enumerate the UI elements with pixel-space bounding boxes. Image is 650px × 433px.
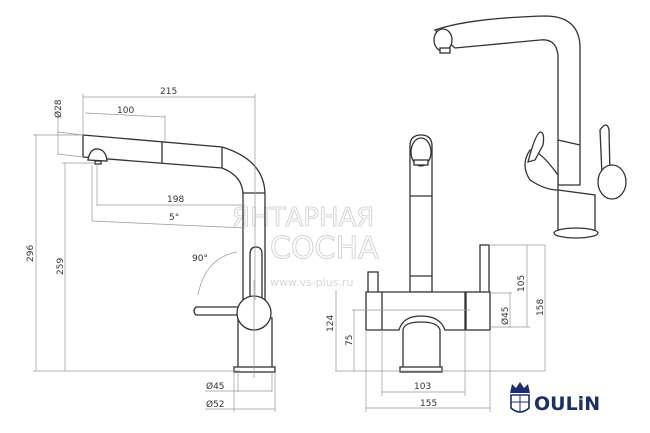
perspective-body: [524, 149, 596, 231]
brand-name: OULiN: [534, 393, 600, 415]
dim-tilt: 5°: [169, 213, 179, 223]
watermark: ЯНТАРНАЯ СОСНА www.vs-plus.ru: [232, 203, 380, 289]
dim-height-outlet: 259: [56, 258, 66, 275]
dim-handle-height: 105: [517, 275, 527, 292]
perspective-view: [433, 15, 627, 239]
body: [365, 291, 466, 331]
side-lever: [193, 306, 241, 316]
right-handle: [479, 244, 490, 294]
perspective-left-handle: [527, 131, 545, 163]
watermark-url: www.vs-plus.ru: [270, 276, 353, 289]
oulin-logo: OULiN: [510, 382, 600, 415]
dim-lever-rotation: 90°: [192, 254, 208, 264]
perspective-spout: [433, 15, 581, 186]
dim-axis-height: 75: [345, 335, 355, 346]
dim-spout-dia: Ø28: [53, 99, 64, 118]
watermark-line1: ЯНТАРНАЯ: [232, 203, 374, 233]
center-stem: [402, 321, 441, 369]
nozzle: [87, 148, 108, 162]
base-plate: [233, 366, 276, 373]
left-handle-stub: [367, 271, 379, 294]
dim-total-height: 158: [536, 299, 546, 316]
dim-body-height: 124: [326, 315, 336, 332]
shield-icon: [510, 394, 530, 413]
dim-inner-width: 103: [414, 382, 431, 392]
dim-body-dia: Ø45: [500, 306, 511, 325]
spout-vertical: [409, 134, 433, 293]
watermark-line2: СОСНА: [270, 231, 379, 266]
dim-total-width: 155: [420, 399, 437, 409]
spout-outer: [82, 134, 266, 300]
dim-reach: 215: [160, 87, 177, 97]
front-base-plate: [399, 366, 443, 373]
dim-height-total: 296: [26, 245, 36, 262]
crown-icon: [510, 382, 530, 393]
dim-outlet-reach: 198: [167, 195, 184, 205]
dim-base-inner: Ø45: [206, 381, 225, 392]
right-body: [465, 291, 491, 331]
side-view: 215 100 Ø28 296 259 198 5° 90° Ø45 Ø52: [26, 87, 276, 412]
spout-inner: [82, 156, 244, 300]
dim-base-outer: Ø52: [206, 399, 225, 410]
lever-handle: [249, 246, 263, 301]
front-view: 105 158 Ø45 124 75 103 155: [326, 134, 546, 412]
dim-pullout: 100: [117, 106, 134, 116]
perspective-base: [553, 227, 599, 239]
